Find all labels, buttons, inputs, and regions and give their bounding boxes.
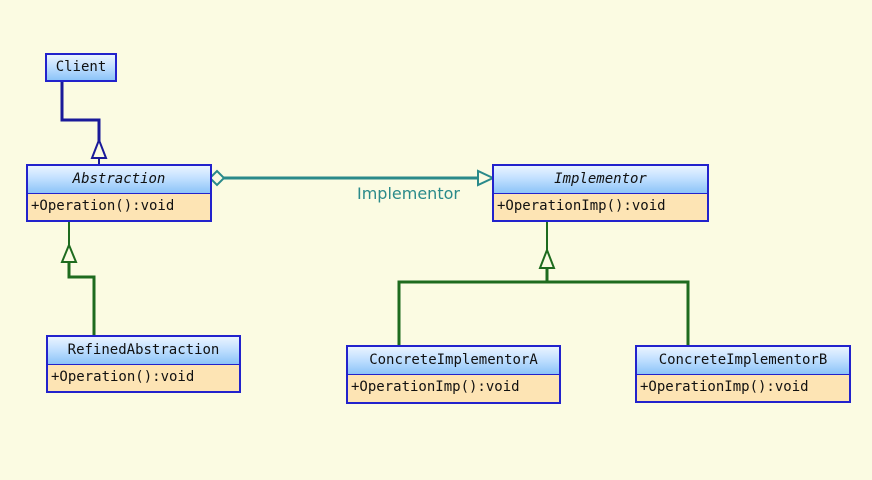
refined-inheritance-arrowhead	[60, 242, 78, 263]
class-concrete-implementor-a-operation: +OperationImp():void	[351, 379, 520, 395]
class-client-name: Client	[47, 55, 115, 80]
refined-abstraction-inheritance	[60, 222, 96, 335]
class-refined-abstraction-operation: +Operation():void	[51, 369, 195, 385]
class-implementor-name: Implementor	[494, 166, 707, 194]
class-implementor[interactable]: Implementor +OperationImp():void	[492, 164, 709, 222]
class-client[interactable]: Client	[45, 53, 117, 82]
aggregation-role-label: Implementor	[357, 184, 460, 203]
concrete-a-inheritance-line	[397, 280, 547, 345]
class-concrete-implementor-b-operation: +OperationImp():void	[640, 379, 809, 395]
class-abstraction-name: Abstraction	[28, 166, 210, 194]
concrete-inheritance-arrowhead	[538, 247, 556, 269]
aggregation-arrowhead	[477, 169, 496, 187]
class-refined-abstraction-name: RefinedAbstraction	[48, 337, 239, 365]
class-concrete-implementor-b-name: ConcreteImplementorB	[637, 347, 849, 375]
aggregation-diamond	[208, 169, 226, 187]
class-concrete-implementor-b[interactable]: ConcreteImplementorB +OperationImp():voi…	[635, 345, 851, 403]
abstraction-implementor-relation	[208, 169, 496, 187]
class-concrete-implementor-a[interactable]: ConcreteImplementorA +OperationImp():voi…	[346, 345, 561, 404]
class-abstraction[interactable]: Abstraction +Operation():void	[26, 164, 212, 222]
concrete-implementor-inheritance	[397, 222, 690, 345]
concrete-b-inheritance-line	[547, 280, 690, 345]
class-implementor-operation: +OperationImp():void	[497, 198, 666, 214]
refined-inheritance-line	[67, 262, 96, 335]
client-abstraction-arrowhead	[90, 137, 108, 159]
class-refined-abstraction[interactable]: RefinedAbstraction +Operation():void	[46, 335, 241, 393]
client-abstraction-relation	[60, 82, 108, 165]
class-abstraction-operation: +Operation():void	[31, 198, 175, 214]
class-concrete-implementor-a-name: ConcreteImplementorA	[348, 347, 559, 375]
client-abstraction-line	[60, 82, 101, 145]
